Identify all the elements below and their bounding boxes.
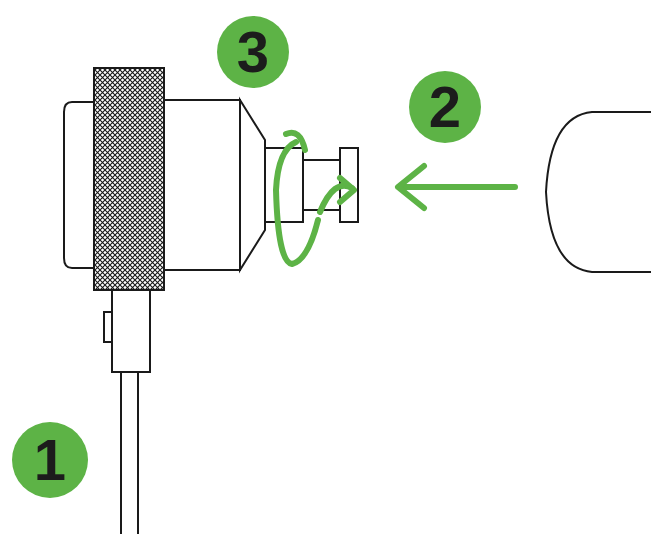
strain-relief [112,288,150,372]
cable-notch [104,312,112,342]
taper [240,100,265,270]
callout-number: 3 [237,23,269,81]
callout-circle [409,71,481,143]
knurled-band [94,68,164,290]
push-arrow [402,184,515,190]
callout-circle [12,422,88,498]
cable [121,370,138,534]
push-arrowhead [398,166,424,208]
callout-number: 1 [34,431,66,489]
callout-number: 2 [429,78,461,136]
rotate-arrowhead [340,178,354,202]
body [160,100,240,270]
ear-tip [546,112,651,272]
rotate-arrow-top [286,133,305,150]
callout-circle [217,16,289,88]
rotate-arrow [276,142,318,264]
